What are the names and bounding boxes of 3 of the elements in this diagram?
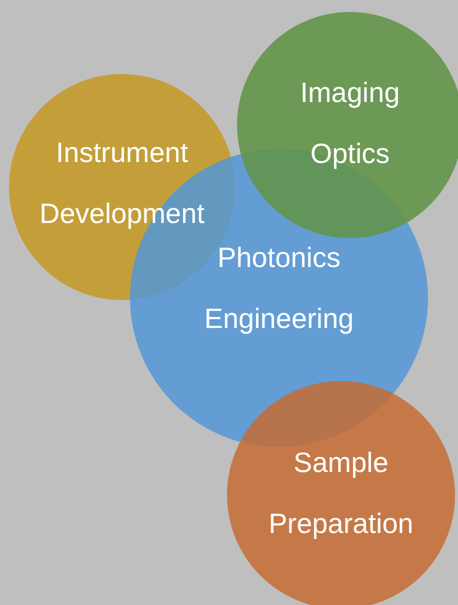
circle-label: Sample Preparation xyxy=(268,446,414,541)
circle-label: Photonics Engineering xyxy=(203,241,355,336)
circle-label: Imaging Optics xyxy=(299,76,401,171)
